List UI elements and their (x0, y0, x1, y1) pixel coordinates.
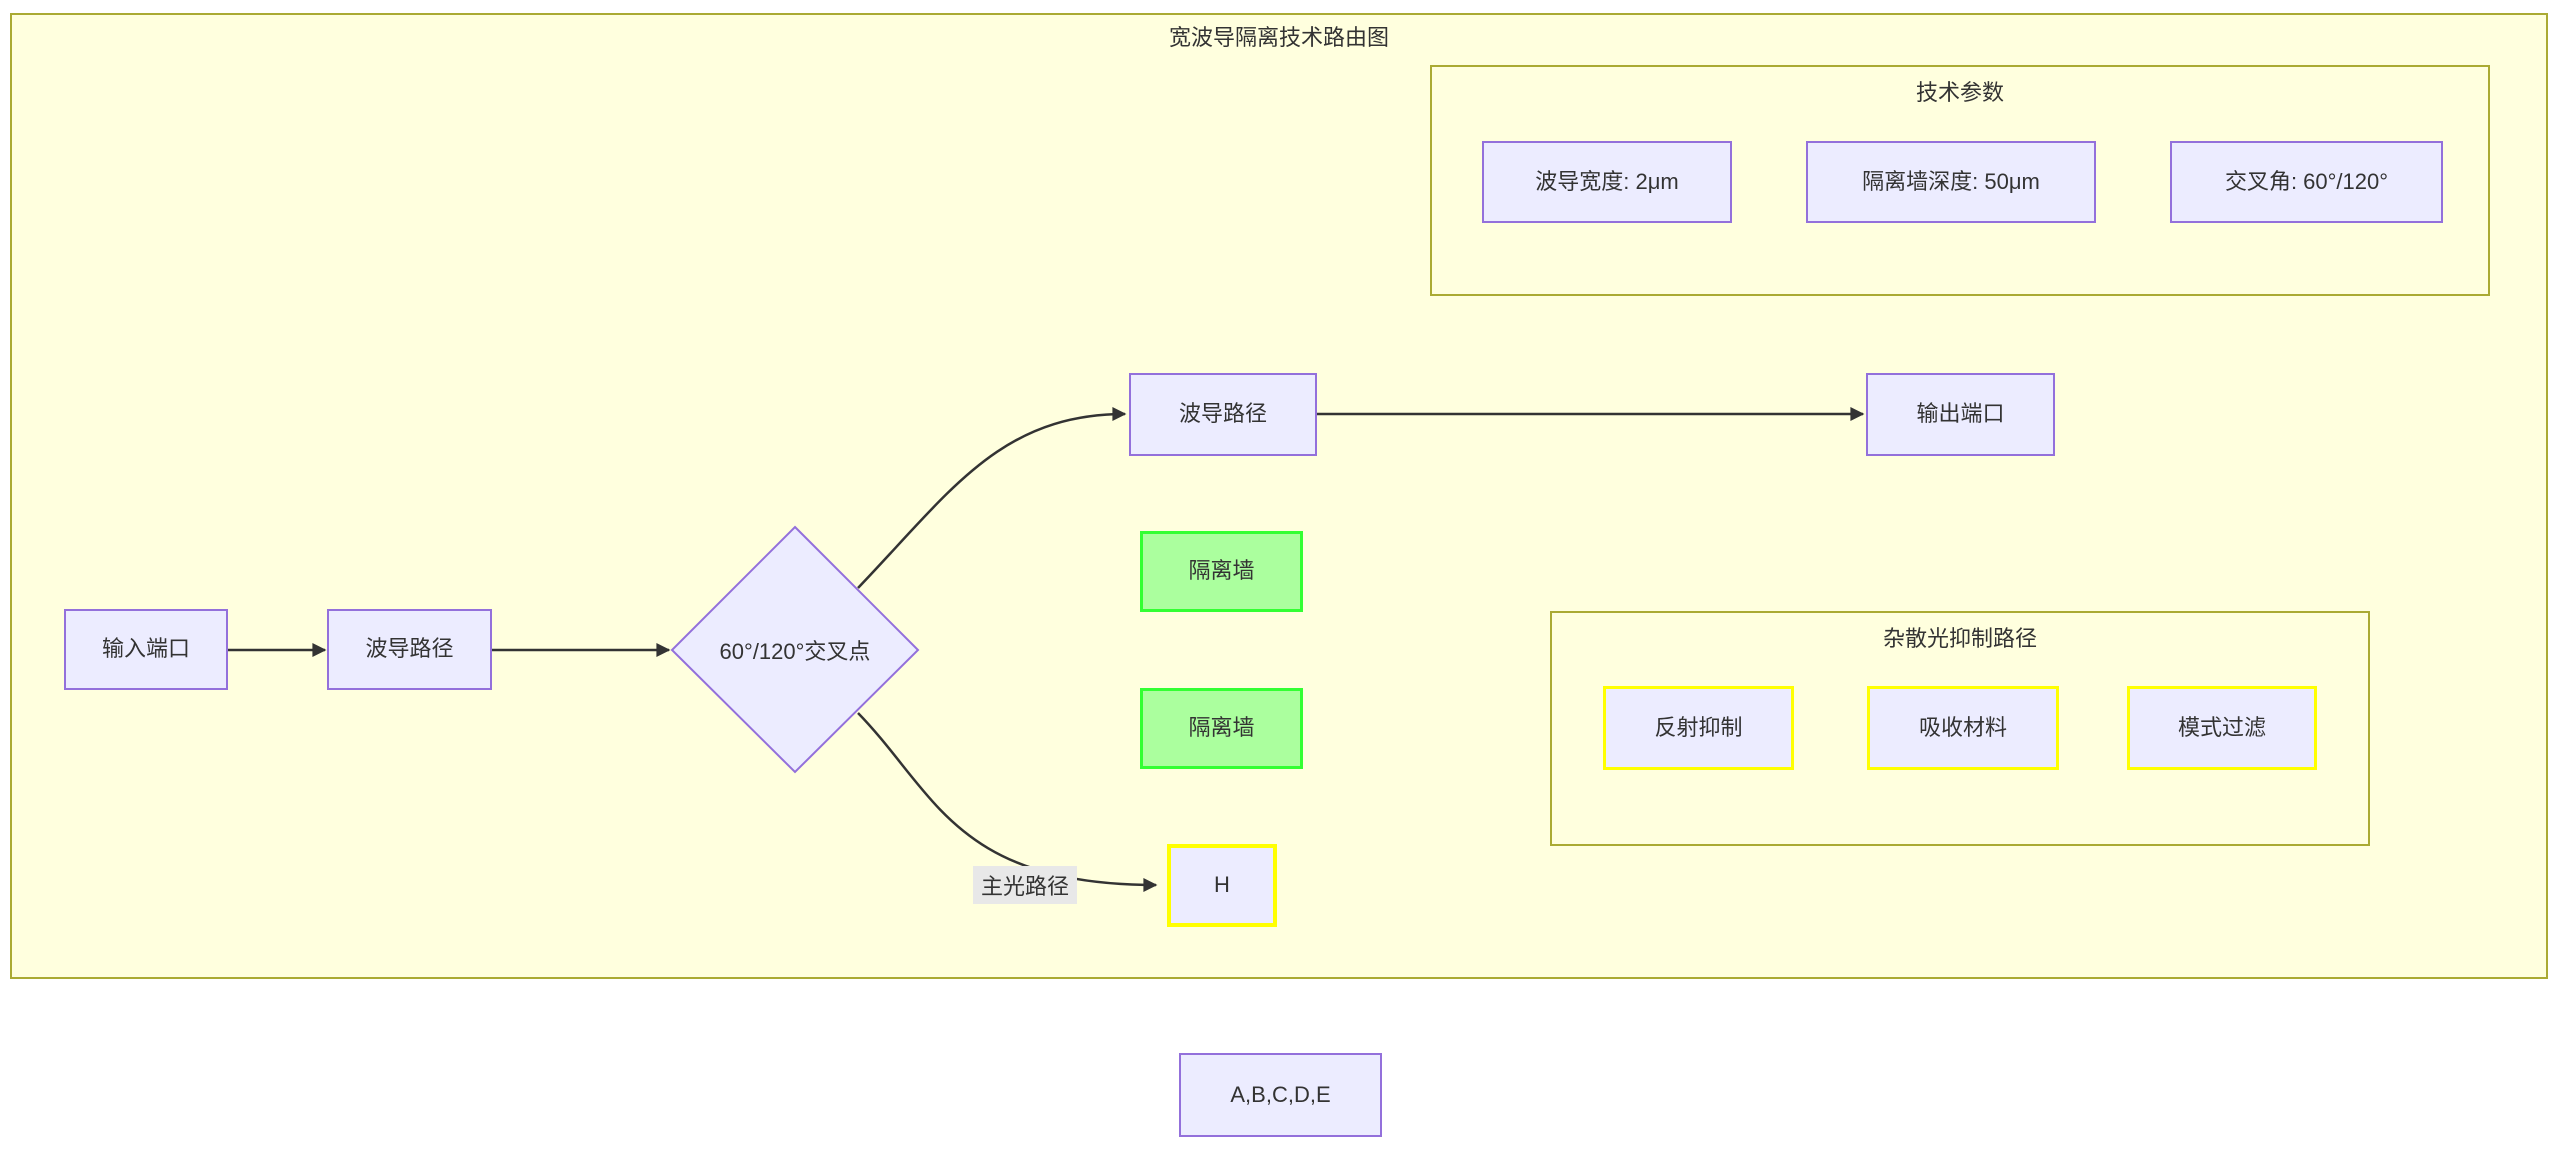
param-box-cross-angle: 交叉角: 60°/120° (2170, 141, 2443, 223)
param-box-wall-depth: 隔离墙深度: 50μm (1806, 141, 2096, 223)
node-mode-filter: 模式过滤 (2127, 686, 2317, 770)
node-reflection-suppression: 反射抑制 (1603, 686, 1794, 770)
subgraph-tech-params-title: 技术参数 (1915, 80, 2004, 105)
node-input-port: 输入端口 (64, 609, 228, 690)
node-isolation-wall-top: 隔离墙 (1140, 531, 1303, 612)
edge-crosspoint-to-waveguide-out (857, 407, 1127, 589)
decision-cross-point-label: 60°/120°交叉点 (719, 639, 871, 664)
decision-cross-point-shape (670, 525, 920, 774)
node-output-port: 输出端口 (1866, 373, 2055, 456)
edge-label-main-light-path: 主光路径 (973, 866, 1078, 904)
node-waveguide-path-out: 波导路径 (1129, 373, 1317, 456)
node-isolation-wall-bottom: 隔离墙 (1140, 688, 1303, 769)
node-h: H (1167, 844, 1277, 927)
edge-crosspoint-to-h (857, 712, 1158, 892)
node-waveguide-path-main: 波导路径 (327, 609, 492, 690)
param-box-waveguide-width: 波导宽度: 2μm (1482, 141, 1732, 223)
node-absorbing-material: 吸收材料 (1867, 686, 2059, 770)
node-standalone-list: A,B,C,D,E (1179, 1053, 1382, 1137)
subgraph-stray-light-title: 杂散光抑制路径 (1882, 626, 2037, 651)
diagram-title: 宽波导隔离技术路由图 (1168, 25, 1389, 50)
